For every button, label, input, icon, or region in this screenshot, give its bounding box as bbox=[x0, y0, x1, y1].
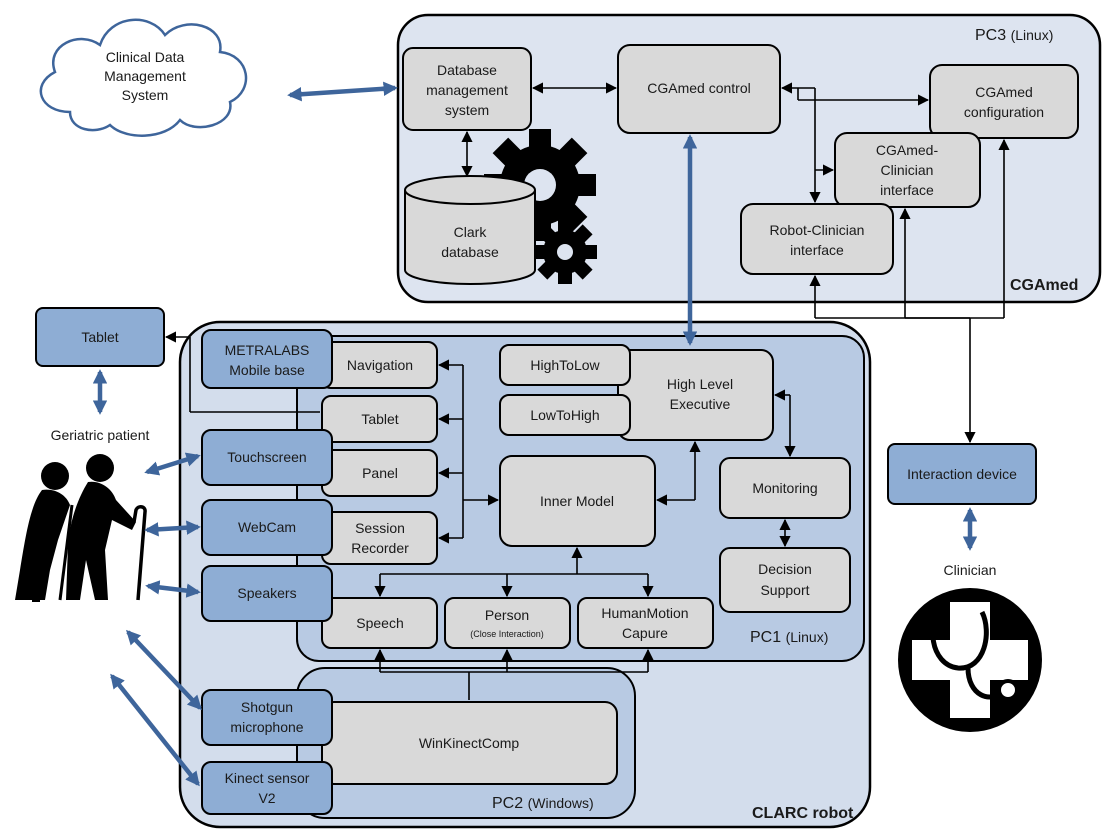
elderly-couple-icon bbox=[15, 454, 147, 602]
svg-text:Recorder: Recorder bbox=[351, 540, 409, 556]
svg-text:METRALABS: METRALABS bbox=[225, 342, 310, 358]
geriatric-patient-label: Geriatric patient bbox=[51, 427, 150, 443]
session-recorder-module: Session Recorder bbox=[321, 511, 438, 565]
svg-text:Shotgun: Shotgun bbox=[241, 699, 293, 715]
kinect-sensor: Kinect sensor V2 bbox=[201, 761, 333, 815]
human-motion-capture-module: HumanMotion Capure bbox=[577, 597, 714, 649]
cgamed-configuration: CGAmed configuration bbox=[929, 64, 1079, 139]
svg-text:Session: Session bbox=[355, 520, 405, 536]
svg-text:microphone: microphone bbox=[230, 719, 303, 735]
svg-text:Robot-Clinician: Robot-Clinician bbox=[770, 222, 865, 238]
tablet-device: Tablet bbox=[35, 307, 165, 367]
metralabs-mobile-base: METRALABS Mobile base bbox=[201, 329, 333, 389]
blue-arrows bbox=[92, 81, 978, 787]
svg-text:HumanMotion: HumanMotion bbox=[601, 605, 688, 621]
svg-text:management: management bbox=[426, 82, 508, 98]
pc2-label: PC2 (Windows) bbox=[492, 795, 594, 812]
monitoring-module: Monitoring bbox=[719, 457, 851, 519]
svg-text:Tablet: Tablet bbox=[81, 329, 118, 345]
svg-text:V2: V2 bbox=[258, 790, 275, 806]
inner-model: Inner Model bbox=[499, 455, 656, 547]
svg-text:system: system bbox=[445, 102, 489, 118]
cgamed-control: CGAmed control bbox=[617, 44, 781, 134]
svg-text:interface: interface bbox=[880, 182, 934, 198]
speakers-device: Speakers bbox=[201, 565, 333, 622]
svg-text:HighToLow: HighToLow bbox=[530, 357, 600, 373]
svg-text:Support: Support bbox=[760, 582, 809, 598]
clinical-data-cloud: Clinical Data Management System bbox=[39, 18, 248, 137]
connectors bbox=[164, 82, 1010, 700]
svg-text:Monitoring: Monitoring bbox=[752, 480, 817, 496]
webcam-device: WebCam bbox=[201, 499, 333, 556]
winkinectcomp-module: WinKinectComp bbox=[321, 701, 618, 785]
svg-text:CGAmed: CGAmed bbox=[975, 84, 1033, 100]
panel-module: Panel bbox=[321, 449, 438, 497]
svg-text:Inner Model: Inner Model bbox=[540, 493, 614, 509]
svg-text:Capure: Capure bbox=[622, 625, 668, 641]
svg-text:database: database bbox=[441, 244, 499, 260]
svg-text:Executive: Executive bbox=[670, 396, 731, 412]
svg-text:interface: interface bbox=[790, 242, 844, 258]
high-to-low-module: HighToLow bbox=[499, 344, 631, 386]
decision-support-module: Decision Support bbox=[719, 547, 851, 613]
robot-clinician-interface: Robot-Clinician interface bbox=[740, 203, 894, 275]
svg-text:Panel: Panel bbox=[362, 465, 398, 481]
pc1-label: PC1 (Linux) bbox=[750, 629, 828, 646]
svg-text:Tablet: Tablet bbox=[361, 411, 398, 427]
svg-text:(Close Interaction): (Close Interaction) bbox=[470, 629, 544, 639]
svg-text:CGAmed-: CGAmed- bbox=[876, 142, 939, 158]
cgamed-clinician-interface: CGAmed- Clinician interface bbox=[834, 132, 981, 208]
low-to-high-module: LowToHigh bbox=[499, 394, 631, 436]
svg-text:Clinical Data: Clinical Data bbox=[106, 49, 185, 65]
svg-text:Navigation: Navigation bbox=[347, 357, 413, 373]
svg-text:High Level: High Level bbox=[667, 376, 733, 392]
clark-database: Clark database bbox=[404, 175, 536, 285]
svg-text:Interaction device: Interaction device bbox=[907, 466, 1017, 482]
svg-text:System: System bbox=[122, 87, 169, 103]
svg-text:Mobile base: Mobile base bbox=[229, 362, 305, 378]
svg-text:Decision: Decision bbox=[758, 561, 812, 577]
svg-text:WinKinectComp: WinKinectComp bbox=[419, 735, 520, 751]
high-level-executive: High Level Executive bbox=[617, 349, 774, 441]
touchscreen-device: Touchscreen bbox=[201, 429, 333, 486]
svg-text:Speech: Speech bbox=[356, 615, 403, 631]
svg-text:Clinician: Clinician bbox=[881, 162, 934, 178]
interaction-device: Interaction device bbox=[887, 443, 1037, 505]
svg-text:LowToHigh: LowToHigh bbox=[530, 407, 599, 423]
svg-text:Kinect sensor: Kinect sensor bbox=[225, 770, 310, 786]
speech-module: Speech bbox=[321, 597, 438, 649]
tablet-module: Tablet bbox=[321, 395, 438, 443]
navigation-module: Navigation bbox=[321, 341, 438, 389]
svg-text:CGAmed control: CGAmed control bbox=[647, 80, 750, 96]
svg-text:Person: Person bbox=[485, 607, 529, 623]
svg-text:WebCam: WebCam bbox=[238, 519, 296, 535]
svg-text:configuration: configuration bbox=[964, 104, 1044, 120]
person-module: Person (Close Interaction) bbox=[444, 597, 571, 649]
clarc-robot-label: CLARC robot bbox=[752, 805, 854, 822]
svg-text:Database: Database bbox=[437, 62, 497, 78]
cgamed-region-label: CGAmed bbox=[1010, 277, 1078, 294]
svg-text:Speakers: Speakers bbox=[237, 585, 296, 601]
shotgun-microphone: Shotgun microphone bbox=[201, 689, 333, 746]
svg-text:Management: Management bbox=[104, 68, 186, 84]
clinician-label: Clinician bbox=[944, 562, 997, 578]
database-management-system: Database management system bbox=[402, 47, 532, 131]
stethoscope-cross-icon bbox=[898, 588, 1042, 732]
svg-text:Clark: Clark bbox=[454, 224, 488, 240]
pc3-label: PC3 (Linux) bbox=[975, 27, 1053, 44]
svg-text:Touchscreen: Touchscreen bbox=[227, 449, 306, 465]
